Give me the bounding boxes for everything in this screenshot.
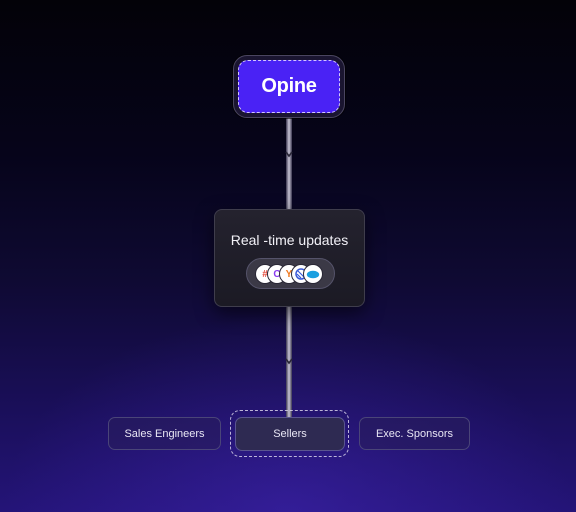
sellers-selection-outline	[230, 410, 349, 457]
target-node-sales-engineers[interactable]: Sales Engineers	[108, 417, 221, 450]
chevron-down-icon	[285, 357, 293, 365]
connector-opine-to-hub	[286, 113, 292, 211]
opine-label: Opine	[261, 75, 317, 97]
opine-node-inner: Opine	[238, 60, 340, 113]
salesforce-icon	[303, 264, 323, 284]
realtime-updates-card[interactable]: Real -time updates # C Y	[214, 209, 365, 307]
target-node-sellers[interactable]: Sellers	[235, 417, 345, 451]
target-node-exec-sponsors[interactable]: Exec. Sponsors	[359, 417, 470, 450]
chevron-down-icon	[285, 150, 293, 158]
opine-node[interactable]: Opine	[233, 55, 345, 118]
realtime-updates-title: Real -time updates	[230, 232, 349, 248]
integrations-pill: # C Y	[246, 258, 335, 289]
